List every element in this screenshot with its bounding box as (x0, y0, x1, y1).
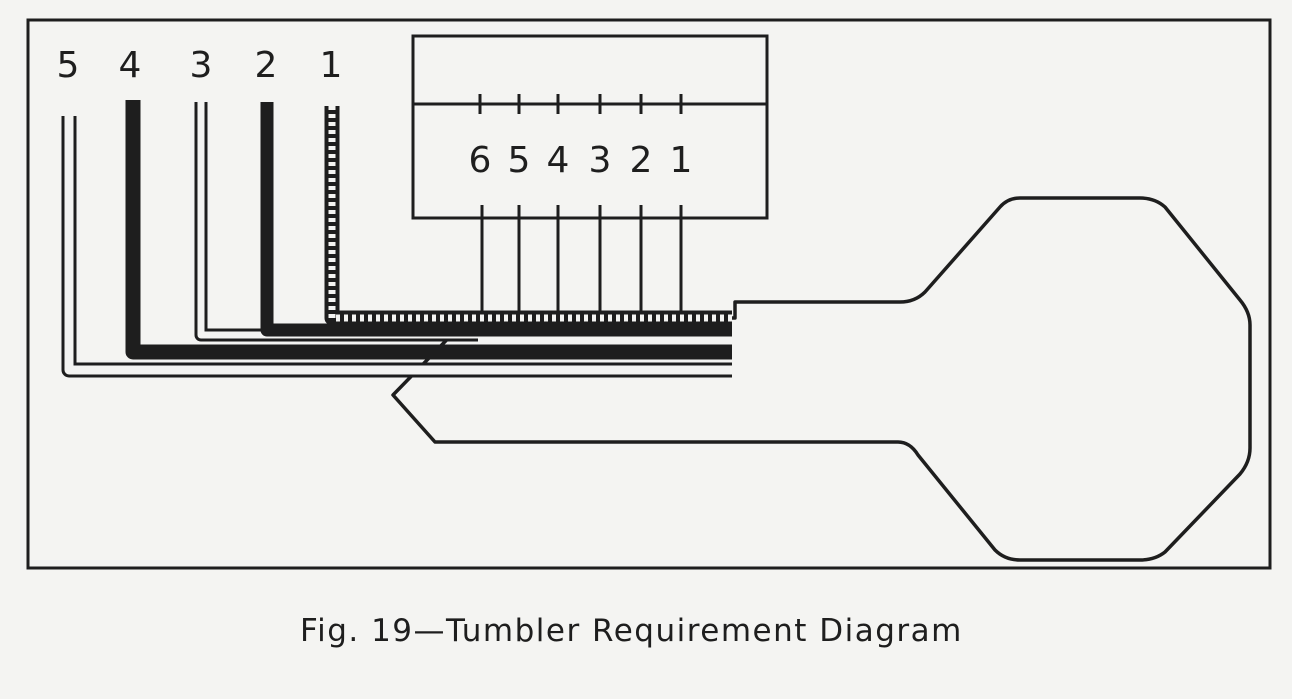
wafer-label-2: 2 (255, 45, 278, 86)
wafer-4-bar (125, 100, 732, 360)
diagram-frame (26, 18, 1272, 570)
tumbler-labels: 6 5 4 3 2 1 (469, 140, 693, 181)
wafer-label-4: 4 (119, 45, 142, 86)
scale-tick-marks (478, 94, 683, 114)
wafer-2-bar (260, 102, 732, 337)
tumbler-pins (480, 205, 683, 312)
tumbler-label-6: 6 (469, 140, 492, 181)
wafer-label-3: 3 (190, 45, 213, 86)
tumbler-label-5: 5 (508, 140, 531, 181)
wafer-labels: 5 4 3 2 1 (57, 45, 343, 86)
key-outline (391, 196, 1252, 562)
wafer-5-bar (61, 116, 732, 378)
tumbler-label-4: 4 (547, 140, 570, 181)
wafer-label-1: 1 (320, 45, 343, 86)
tumbler-label-1: 1 (670, 140, 693, 181)
tumbler-label-3: 3 (589, 140, 612, 181)
wafer-label-5: 5 (57, 45, 80, 86)
tumbler-box (411, 34, 769, 220)
figure-caption: Fig. 19—Tumbler Requirement Diagram (300, 613, 963, 649)
wafer-1-bar (324, 106, 732, 326)
tumbler-label-2: 2 (630, 140, 653, 181)
